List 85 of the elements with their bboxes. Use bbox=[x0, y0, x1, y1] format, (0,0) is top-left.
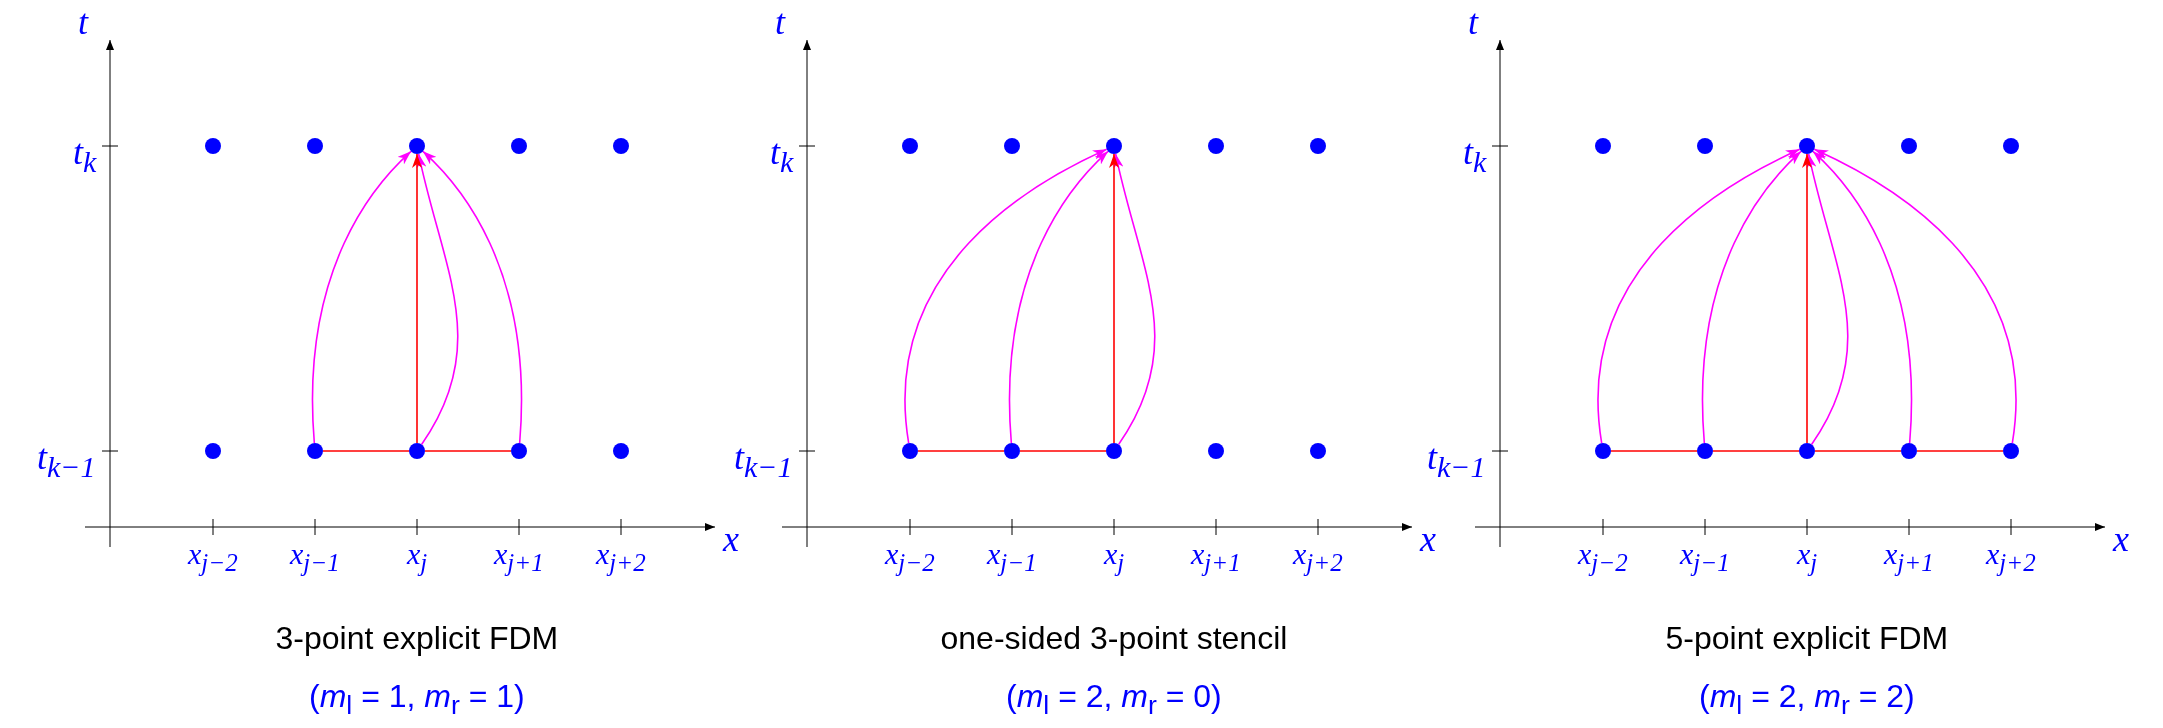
axis-label: t bbox=[775, 4, 785, 40]
tick-label: t$_{k−1}$ bbox=[734, 439, 793, 483]
grid-point bbox=[1595, 443, 1611, 459]
axis-label: x bbox=[723, 521, 739, 557]
grid-point bbox=[2003, 138, 2019, 154]
grid-point bbox=[1208, 138, 1224, 154]
arrow bbox=[1802, 153, 1812, 444]
grid-point bbox=[307, 443, 323, 459]
connector-line bbox=[1814, 450, 1902, 452]
grid-point bbox=[1901, 138, 1917, 154]
grid-point bbox=[1208, 443, 1224, 459]
axis-label: x bbox=[1420, 521, 1436, 557]
arrow bbox=[1806, 153, 1849, 446]
connector-line bbox=[322, 450, 410, 452]
arrow bbox=[311, 150, 412, 444]
grid-point bbox=[1106, 443, 1122, 459]
tick-label: x$_{j−1}$ bbox=[290, 539, 340, 575]
arrow bbox=[412, 153, 422, 444]
axis-label: x bbox=[2113, 521, 2129, 557]
axis-label: t bbox=[78, 4, 88, 40]
grid-point bbox=[1310, 443, 1326, 459]
arrow bbox=[1813, 148, 2017, 444]
tick-label: x$_{j−1}$ bbox=[1680, 539, 1730, 575]
grid-point bbox=[409, 138, 425, 154]
grid-point bbox=[1901, 443, 1917, 459]
grid-point bbox=[1004, 443, 1020, 459]
tick-label: t$_{k}$ bbox=[73, 134, 97, 178]
tick-label: t$_{k−1}$ bbox=[37, 439, 96, 483]
grid-point bbox=[1799, 443, 1815, 459]
arrow bbox=[422, 150, 523, 444]
caption: (m$_{l}$ = 2, m$_{r}$ = 0) bbox=[1006, 680, 1222, 720]
connector-line bbox=[1019, 450, 1107, 452]
grid-point bbox=[409, 443, 425, 459]
tick-label: x$_{j}$ bbox=[1797, 539, 1818, 575]
connector-line bbox=[1916, 450, 2004, 452]
grid-point bbox=[205, 138, 221, 154]
connector-line bbox=[917, 450, 1005, 452]
grid-point bbox=[1595, 138, 1611, 154]
grid-point bbox=[511, 138, 527, 154]
connector-line bbox=[1712, 450, 1800, 452]
tick-label: x$_{j+2}$ bbox=[1986, 539, 2036, 575]
grid-point bbox=[1799, 138, 1815, 154]
tick-label: x$_{j}$ bbox=[407, 539, 428, 575]
grid-point bbox=[307, 138, 323, 154]
grid-point bbox=[902, 443, 918, 459]
arrow bbox=[1812, 150, 1913, 444]
connector-line bbox=[424, 450, 512, 452]
grid-point bbox=[613, 138, 629, 154]
tick-label: x$_{j+2}$ bbox=[1293, 539, 1343, 575]
tick-label: x$_{j}$ bbox=[1104, 539, 1125, 575]
tick-label: x$_{j−1}$ bbox=[987, 539, 1037, 575]
grid-point bbox=[1004, 138, 1020, 154]
tick-label: x$_{j+1}$ bbox=[1884, 539, 1934, 575]
tick-label: x$_{j−2}$ bbox=[1578, 539, 1628, 575]
caption: (m$_{l}$ = 1, m$_{r}$ = 1) bbox=[309, 680, 525, 720]
tick-label: x$_{j−2}$ bbox=[885, 539, 935, 575]
tick-label: t$_{k−1}$ bbox=[1427, 439, 1486, 483]
connector-line bbox=[1610, 450, 1698, 452]
caption: 3-point explicit FDM bbox=[275, 622, 559, 654]
arrow bbox=[1701, 150, 1802, 444]
caption: 5-point explicit FDM bbox=[1665, 622, 1949, 654]
axis-label: t bbox=[1468, 4, 1478, 40]
tick-label: x$_{j−2}$ bbox=[188, 539, 238, 575]
grid-point bbox=[902, 138, 918, 154]
tick-label: x$_{j+1}$ bbox=[1191, 539, 1241, 575]
tick-label: t$_{k}$ bbox=[770, 134, 794, 178]
grid-point bbox=[613, 443, 629, 459]
tick-label: x$_{j+2}$ bbox=[596, 539, 646, 575]
grid-point bbox=[1697, 138, 1713, 154]
arrow bbox=[416, 153, 459, 446]
grid-point bbox=[205, 443, 221, 459]
grid-point bbox=[511, 443, 527, 459]
caption: (m$_{l}$ = 2, m$_{r}$ = 2) bbox=[1699, 680, 1915, 720]
tick-label: t$_{k}$ bbox=[1463, 134, 1487, 178]
arrow bbox=[1109, 153, 1119, 444]
arrow bbox=[1113, 153, 1156, 446]
caption: one-sided 3-point stencil bbox=[940, 622, 1288, 654]
grid-point bbox=[2003, 443, 2019, 459]
grid-point bbox=[1697, 443, 1713, 459]
grid-point bbox=[1106, 138, 1122, 154]
arrow bbox=[904, 148, 1108, 444]
grid-point bbox=[1310, 138, 1326, 154]
arrow bbox=[1008, 150, 1109, 444]
tick-label: x$_{j+1}$ bbox=[494, 539, 544, 575]
arrow bbox=[1597, 148, 1801, 444]
